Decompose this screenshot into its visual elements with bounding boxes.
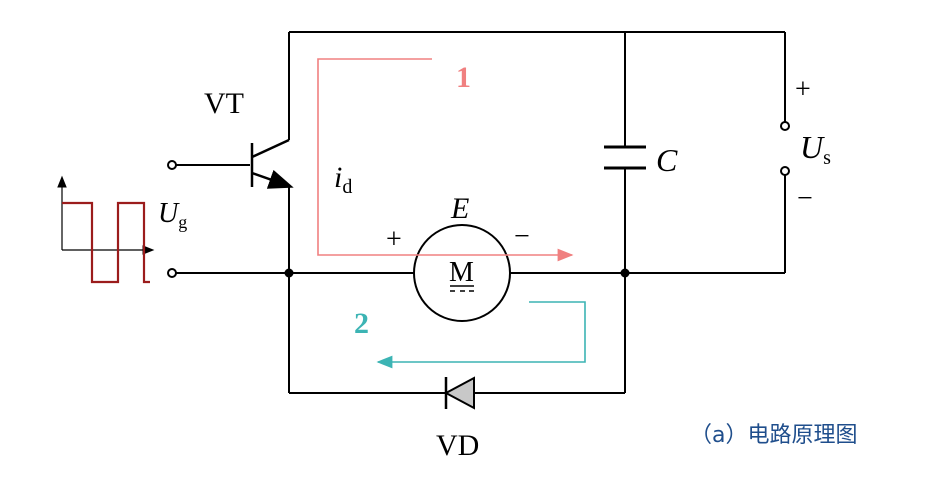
current-label: id <box>334 161 352 198</box>
figure-caption: （a）电路原理图 <box>690 423 857 448</box>
current-path-2-arrow <box>376 301 586 369</box>
source-terminal-bottom <box>780 166 790 176</box>
source-terminal-top <box>780 121 790 131</box>
source-minus-sign: − <box>797 183 813 214</box>
capacitor-label: C <box>656 142 678 178</box>
ground-terminal <box>167 268 177 278</box>
path-1-number: 1 <box>456 61 471 94</box>
source-plus-sign: + <box>795 74 811 105</box>
capacitor-c <box>604 145 646 170</box>
path-2-number: 2 <box>354 307 369 340</box>
terminals <box>167 121 790 278</box>
emf-label: E <box>450 192 469 225</box>
gate-terminal <box>167 160 177 170</box>
diode-label: VD <box>436 429 479 462</box>
junction-dots <box>284 268 630 278</box>
transistor-vt <box>250 138 294 189</box>
gate-signal-label: Ug <box>158 198 187 232</box>
motor-minus-sign: − <box>514 221 530 252</box>
circuit-wires <box>176 31 786 394</box>
motor-m <box>413 224 511 322</box>
current-path-1-arrow <box>317 58 574 262</box>
motor-plus-sign: + <box>386 224 402 255</box>
motor-letter: M <box>449 257 474 288</box>
vt-label: VT <box>204 87 244 120</box>
gate-waveform <box>57 175 155 284</box>
diode-vd <box>443 376 475 410</box>
source-label: Us <box>800 129 831 169</box>
